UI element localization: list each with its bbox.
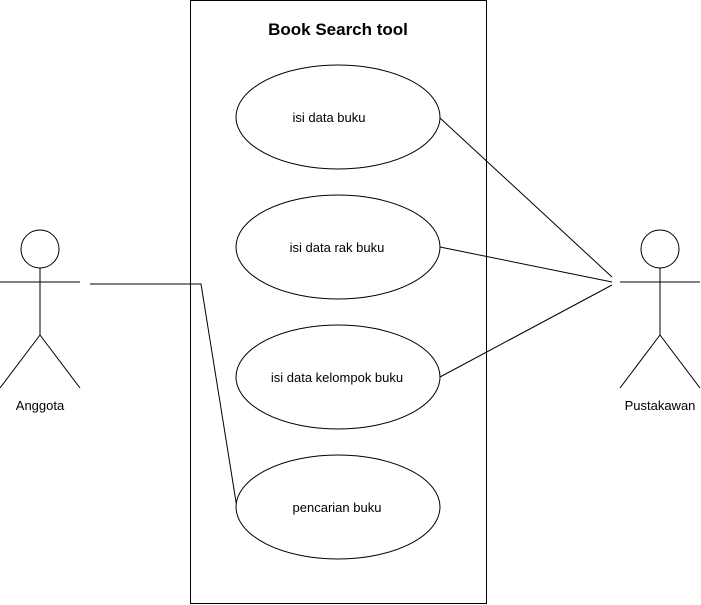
- stick-figure-icon: [619, 229, 701, 389]
- use-case-pencarian-buku[interactable]: pencarian buku: [235, 454, 441, 560]
- use-case-ellipse: [235, 454, 441, 560]
- use-case-label: pencarian buku: [293, 500, 382, 515]
- system-title: Book Search tool: [268, 20, 408, 39]
- use-case-ellipse: [235, 324, 441, 430]
- actor-pustakawan[interactable]: Pustakawan: [619, 229, 701, 413]
- use-case-isi-data-rak-buku[interactable]: isi data rak buku: [235, 194, 441, 300]
- use-case-ellipse: [235, 194, 441, 300]
- association-pustakawan-isi-data-buku: [439, 117, 613, 278]
- use-case-isi-data-buku[interactable]: isi data buku: [235, 64, 441, 170]
- stick-figure-icon: [0, 229, 81, 389]
- use-case-label: isi data kelompok buku: [271, 370, 403, 385]
- association-anggota-pencarian-buku: [90, 283, 238, 509]
- actor-label: Anggota: [16, 398, 65, 413]
- association-pustakawan-isi-data-kelompok-buku: [439, 284, 613, 378]
- actor-label: Pustakawan: [625, 398, 696, 413]
- use-case-ellipse: [235, 64, 441, 170]
- use-case-label: isi data buku: [293, 110, 366, 125]
- use-case-isi-data-kelompok-buku[interactable]: isi data kelompok buku: [235, 324, 441, 430]
- use-case-label: isi data rak buku: [290, 240, 385, 255]
- actor-anggota[interactable]: Anggota: [0, 229, 81, 413]
- association-pustakawan-isi-data-rak-buku: [439, 246, 613, 283]
